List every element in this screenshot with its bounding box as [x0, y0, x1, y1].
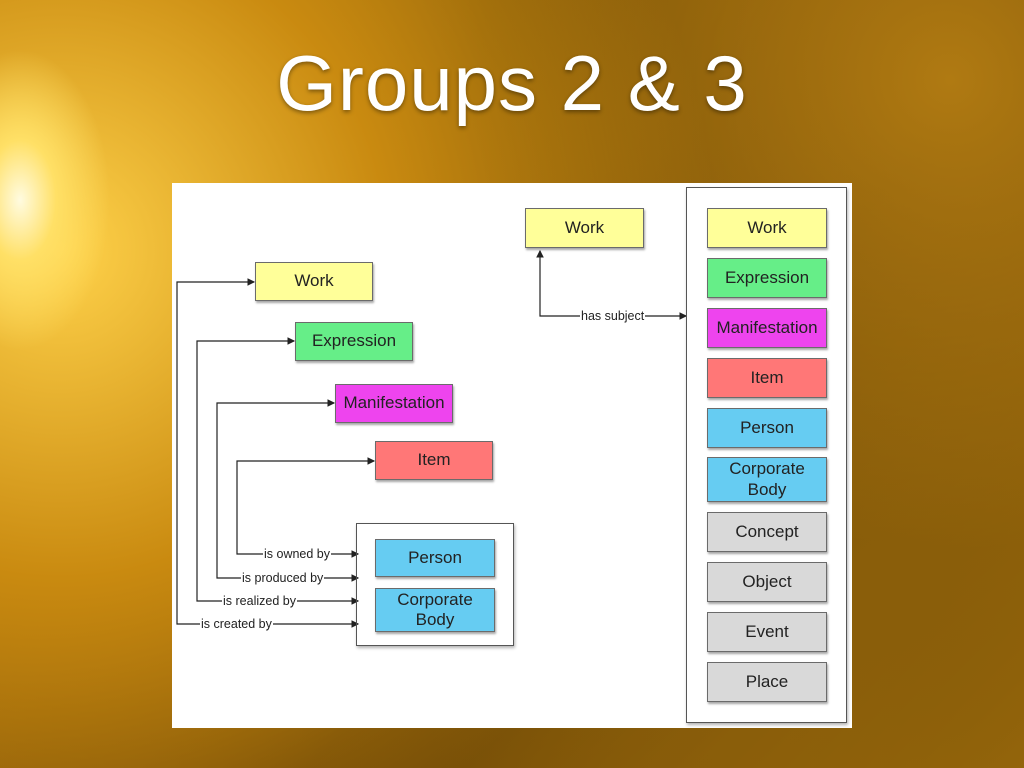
work-box: Work	[255, 262, 373, 301]
subject-entity-person: Person	[707, 408, 827, 448]
slide-title: Groups 2 & 3	[276, 39, 748, 127]
subject-entity-concept: Concept	[707, 512, 827, 552]
diagram-panel: Work Expression Manifestation Item Perso…	[172, 183, 852, 728]
is-produced-by-label: is produced by	[241, 571, 325, 585]
expression-box: Expression	[295, 322, 413, 361]
has-subject-label: has subject	[580, 309, 646, 323]
subject-entity-expression: Expression	[707, 258, 827, 298]
subject-entity-corporate-body: Corporate Body	[707, 457, 827, 502]
group2-frame	[356, 523, 514, 646]
is-owned-by-label: is owned by	[263, 547, 332, 561]
corporate-body-box: Corporate Body	[375, 588, 495, 632]
subject-work-box: Work	[525, 208, 644, 248]
subject-entity-place: Place	[707, 662, 827, 702]
person-box: Person	[375, 539, 495, 577]
subject-entity-item: Item	[707, 358, 827, 398]
is-realized-by-label: is realized by	[222, 594, 297, 608]
subject-entity-event: Event	[707, 612, 827, 652]
is-created-by-label: is created by	[200, 617, 273, 631]
item-box: Item	[375, 441, 493, 480]
subject-entity-work: Work	[707, 208, 827, 248]
subject-entity-object: Object	[707, 562, 827, 602]
manifestation-box: Manifestation	[335, 384, 453, 423]
subject-frame	[686, 187, 847, 723]
subject-entity-manifestation: Manifestation	[707, 308, 827, 348]
